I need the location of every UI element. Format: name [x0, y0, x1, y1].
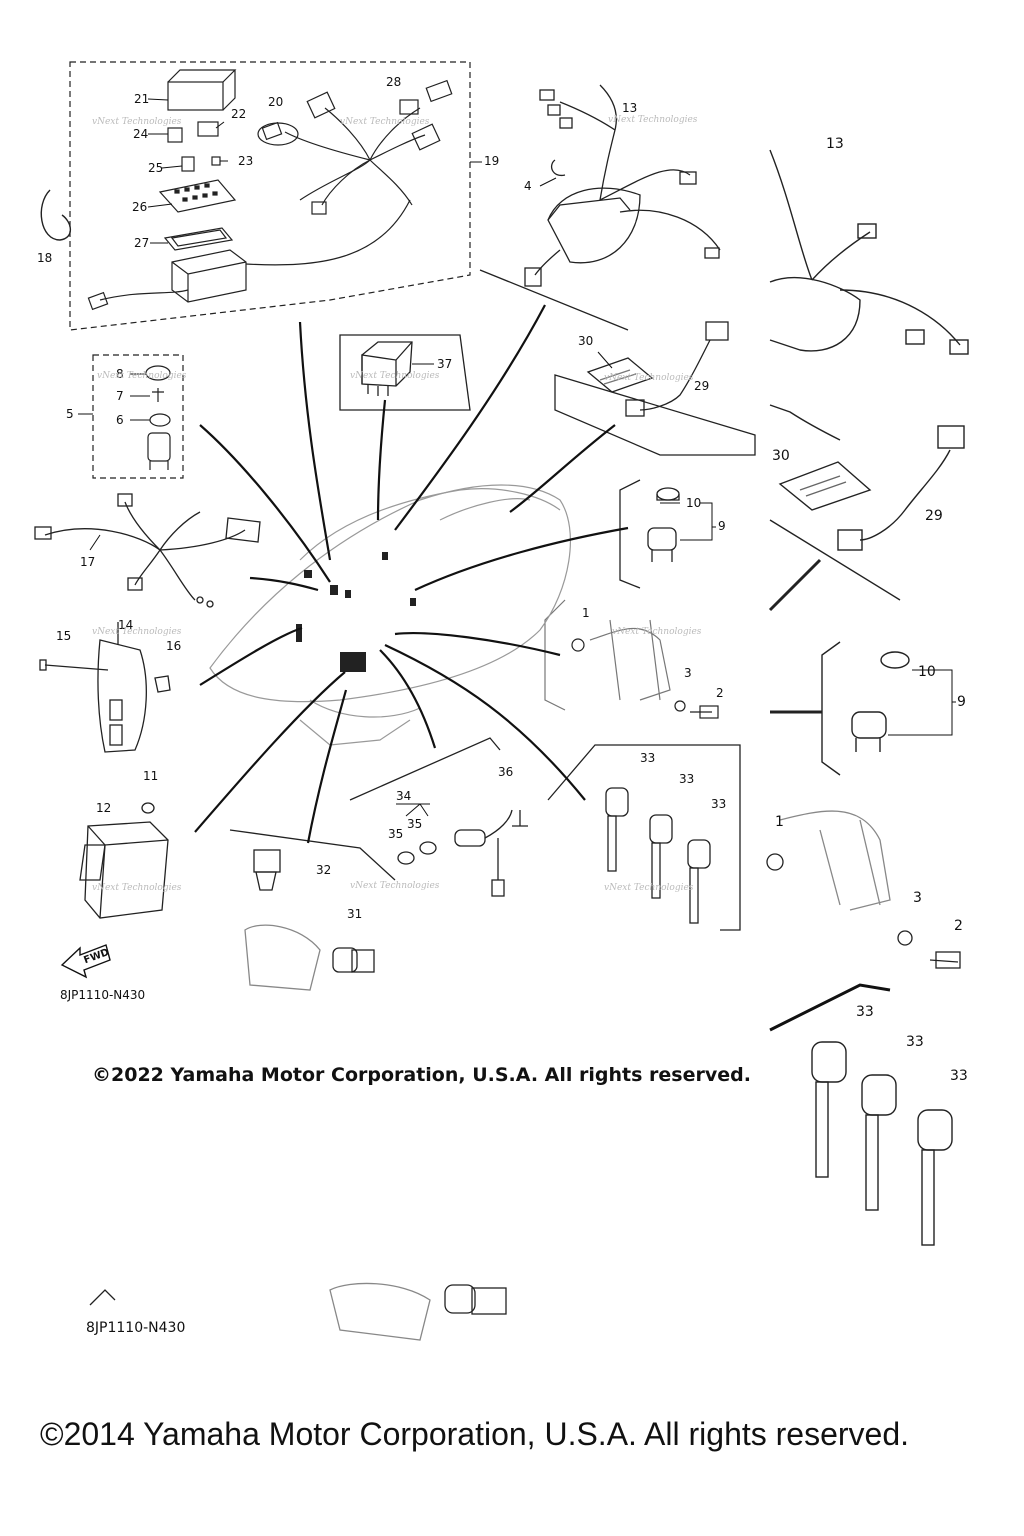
rocker-switch-37	[339, 334, 471, 411]
callout-24: 24	[133, 127, 148, 141]
callout-26: 26	[132, 200, 147, 214]
copyright-2014: ©2014 Yamaha Motor Corporation, U.S.A. A…	[40, 1416, 910, 1452]
svg-text:vNext Technologies: vNext Technologies	[97, 371, 187, 381]
zoom-callout-10: 10	[918, 664, 936, 680]
callout-20: 20	[268, 95, 283, 109]
zoom-main-harness	[769, 149, 969, 441]
callout-29: 29	[694, 379, 709, 393]
callout-16: 16	[166, 639, 181, 653]
zoom-ignition-coils	[811, 1041, 953, 1246]
watercraft-outline	[209, 484, 571, 746]
callout-23: 23	[238, 154, 253, 168]
svg-text:vNext Technologies: vNext Technologies	[608, 115, 698, 125]
callout-11: 11	[143, 769, 158, 783]
callout-28: 28	[386, 75, 401, 89]
zoom-callout-33: 33	[856, 1004, 874, 1020]
zoom-callout-1: 1	[775, 814, 784, 830]
zoom-sensor-9	[770, 641, 910, 776]
zoom-callout-13: 13	[826, 136, 844, 152]
ignition-coils-small	[547, 744, 741, 931]
callout-35: 35	[407, 817, 422, 831]
callout-25: 25	[148, 161, 163, 175]
callout-3: 3	[684, 666, 692, 680]
callout-30: 30	[578, 334, 593, 348]
pressure-sensors	[229, 829, 396, 991]
callout-27: 27	[134, 236, 149, 250]
svg-text:vNext Technologies: vNext Technologies	[350, 371, 440, 381]
zoom-bracket	[766, 810, 961, 1032]
callout-2: 2	[716, 686, 724, 700]
zoom-pressure-sensor	[89, 1282, 507, 1341]
zoom-sensor-29-30	[768, 425, 965, 612]
zoom-callout-33b: 33	[906, 1034, 924, 1050]
bracket-1-2-3	[544, 599, 719, 719]
svg-text:vNext Technologies: vNext Technologies	[92, 627, 182, 637]
zoom-callout-2: 2	[954, 918, 963, 934]
callout-6: 6	[116, 413, 124, 427]
handlebar-switch	[39, 622, 171, 753]
sensor-9	[619, 479, 680, 589]
svg-text:vNext Technologies: vNext Technologies	[340, 117, 430, 127]
zoom-callout-30: 30	[772, 448, 790, 464]
callout-34: 34	[396, 789, 411, 803]
callouts: 21 20 22 24 28 19 25 23 26 27 18 13 4 8 …	[37, 75, 968, 1084]
main-harness-13	[479, 84, 721, 331]
callout-ticks	[78, 98, 956, 817]
svg-text:vNext Technologies: vNext Technologies	[92, 883, 182, 893]
fwd-arrow: FWD	[60, 944, 111, 979]
leader-lines	[194, 304, 629, 844]
callout-4: 4	[524, 179, 532, 193]
diagram-code-lower: 8JP1110-N430	[86, 1320, 186, 1336]
callout-12: 12	[96, 801, 111, 815]
svg-text:vNext Technologies: vNext Technologies	[92, 117, 182, 127]
fuse-box-group	[69, 61, 471, 331]
clip-18	[40, 189, 72, 241]
svg-text:vNext Technologies: vNext Technologies	[604, 373, 694, 383]
watermarks: vNext Technologies vNext Technologies vN…	[92, 115, 702, 893]
callout-7: 7	[116, 389, 124, 403]
zoom-callout-9: 9	[957, 694, 966, 710]
callout-37: 37	[437, 357, 452, 371]
callout-19: 19	[484, 154, 499, 168]
diagram-code: 8JP1110-N430	[60, 988, 146, 1002]
svg-text:vNext Technologies: vNext Technologies	[350, 881, 440, 891]
sub-harness-17	[34, 493, 261, 608]
zoom-callout-3: 3	[913, 890, 922, 906]
sensor-34-36	[349, 737, 528, 897]
sensor-group-29-30	[554, 321, 756, 456]
copyright-2022: ©2022 Yamaha Motor Corporation, U.S.A. A…	[92, 1064, 751, 1086]
callout-36: 36	[498, 765, 513, 779]
callout-5: 5	[66, 407, 74, 421]
zoom-callout-33c: 33	[950, 1068, 968, 1084]
svg-text:vNext Technologies: vNext Technologies	[612, 627, 702, 637]
callout-21: 21	[134, 92, 149, 106]
callout-15: 15	[56, 629, 71, 643]
callout-14: 14	[118, 618, 133, 632]
zoom-callout-29: 29	[925, 508, 943, 524]
watercraft-components	[296, 552, 416, 672]
callout-18: 18	[37, 251, 52, 265]
callout-35b: 35	[388, 827, 403, 841]
callout-13: 13	[622, 101, 637, 115]
callout-33: 33	[640, 751, 655, 765]
callout-31: 31	[347, 907, 362, 921]
callout-1: 1	[582, 606, 590, 620]
callout-33c: 33	[711, 797, 726, 811]
callout-10: 10	[686, 496, 701, 510]
callout-32: 32	[316, 863, 331, 877]
ecu-12	[79, 802, 169, 919]
switch-group	[92, 354, 184, 479]
callout-33b: 33	[679, 772, 694, 786]
callout-22: 22	[231, 107, 246, 121]
callout-17: 17	[80, 555, 95, 569]
svg-text:vNext Technologies: vNext Technologies	[604, 883, 694, 893]
callout-9: 9	[718, 519, 726, 533]
callout-8: 8	[116, 367, 124, 381]
